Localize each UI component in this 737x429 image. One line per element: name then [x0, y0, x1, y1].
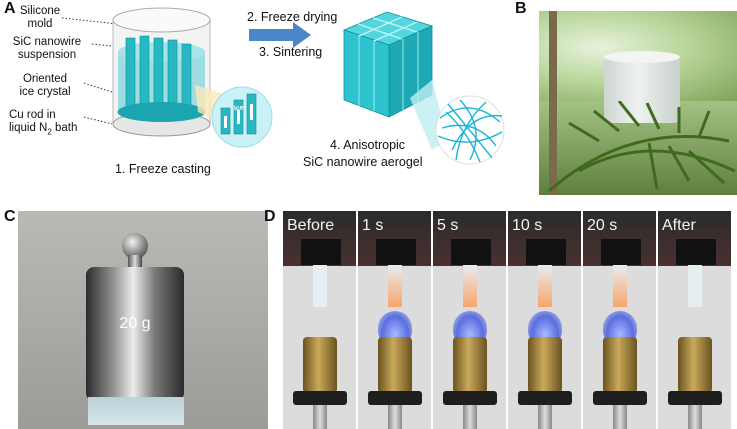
- burner-cup: [603, 337, 637, 393]
- panel-label-d: D: [264, 208, 276, 225]
- step-freeze-drying: 2. Freeze drying: [247, 10, 338, 24]
- weight-on-aerogel-photo: 20 g: [18, 211, 268, 429]
- weight-label: 20 g: [119, 315, 151, 332]
- plant-leaves: [548, 101, 736, 193]
- panel-label-b: B: [515, 0, 527, 17]
- clip: [376, 239, 416, 265]
- weight-neck: [128, 255, 142, 269]
- burner-cup: [378, 337, 412, 393]
- clip: [676, 239, 716, 265]
- aerogel-cylinder: [604, 55, 680, 123]
- sample-strip: [313, 265, 327, 307]
- panel-label-a: A: [4, 0, 16, 17]
- clip: [526, 239, 566, 265]
- label-sic-suspension: SiC nanowire suspension: [12, 36, 82, 61]
- burn-frame: 20 s: [583, 211, 656, 429]
- burn-frame: 1 s: [358, 211, 431, 429]
- aerogel-sample: [88, 397, 184, 425]
- stand-rod: [388, 405, 402, 429]
- stand-rod: [313, 405, 327, 429]
- label-cu-rod-sub: 2: [47, 127, 52, 137]
- tree-trunk: [549, 11, 557, 195]
- burner-cup: [528, 337, 562, 393]
- frame-label: 1 s: [362, 217, 384, 234]
- freeze-casting-schematic: [61, 7, 505, 165]
- aerogel-on-plant-photo: [539, 11, 737, 195]
- burner-cup: [453, 337, 487, 393]
- burner-base: [293, 391, 347, 405]
- frame-label: After: [662, 217, 696, 234]
- weight-body: [86, 267, 184, 401]
- sample-strip: [463, 265, 477, 307]
- panel-label-c: C: [4, 208, 16, 225]
- clip: [601, 239, 641, 265]
- burn-frame: 5 s: [433, 211, 506, 429]
- frame-label: 5 s: [437, 217, 459, 234]
- stand-rod: [613, 405, 627, 429]
- burner-base: [518, 391, 572, 405]
- frame-label: 10 s: [512, 217, 543, 234]
- ice-tag: Ice: [233, 104, 245, 113]
- burn-frame: 10 s: [508, 211, 581, 429]
- sample-strip: [613, 265, 627, 307]
- sample-strip: [388, 265, 402, 307]
- aerogel-cube: [342, 11, 434, 118]
- label-silicone-mold: Silicone mold: [19, 5, 61, 30]
- burner-base: [593, 391, 647, 405]
- burner-base: [443, 391, 497, 405]
- burner-cup: [303, 337, 337, 393]
- process-arrow: [249, 22, 311, 48]
- step-anisotropic-line1: 4. Anisotropic: [330, 138, 406, 152]
- stand-rod: [688, 405, 702, 429]
- label-cu-rod: Cu rod in liquid N2 bath: [9, 109, 89, 138]
- clip: [301, 239, 341, 265]
- burner-base: [668, 391, 722, 405]
- frame-label: 20 s: [587, 217, 618, 234]
- sample-strip: [688, 265, 702, 307]
- silicone-mold: [112, 7, 211, 137]
- burner-base: [368, 391, 422, 405]
- step-freeze-casting: 1. Freeze casting: [115, 162, 211, 176]
- clip: [451, 239, 491, 265]
- burn-frame: After: [658, 211, 731, 429]
- stand-rod: [463, 405, 477, 429]
- frame-label: Before: [287, 217, 335, 234]
- burner-cup: [678, 337, 712, 393]
- stand-rod: [538, 405, 552, 429]
- label-oriented-ice: Oriented ice crystal: [19, 73, 71, 98]
- label-cu-rod-line1: Cu rod in: [9, 109, 56, 121]
- weight-knob: [122, 233, 148, 259]
- burn-frame: Before: [283, 211, 356, 429]
- step-anisotropic-line2: SiC nanowire aerogel: [303, 155, 423, 169]
- label-cu-rod-line2: liquid N: [9, 122, 48, 134]
- step-sintering: 3. Sintering: [259, 45, 323, 59]
- aerogel-top: [604, 51, 680, 63]
- label-cu-rod-line2-suffix: bath: [51, 122, 78, 134]
- sample-strip: [538, 265, 552, 307]
